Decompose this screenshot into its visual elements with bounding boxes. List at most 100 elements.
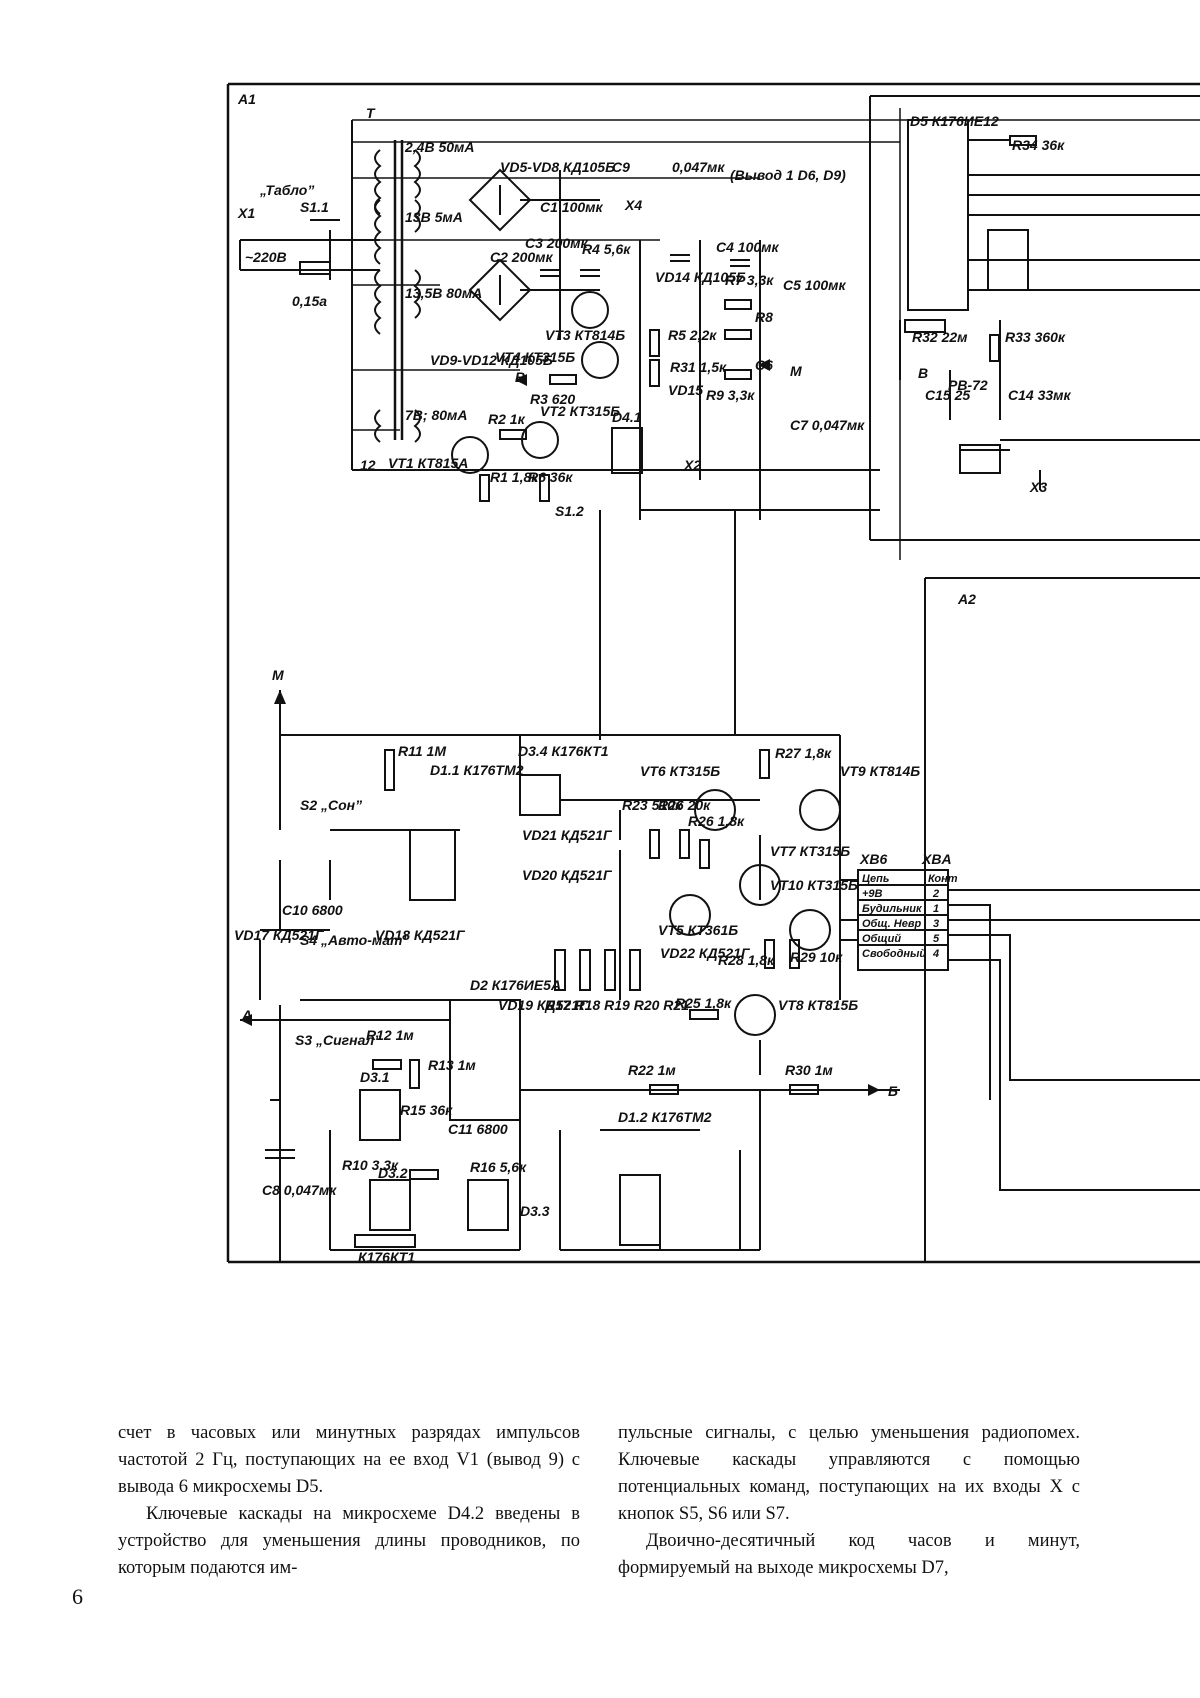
paragraph: Ключевые каскады на микросхеме D4.2 введ… (118, 1504, 580, 1578)
label-vt3: VT3 КТ814Б (545, 327, 625, 343)
label-vt1: VT1 КТ815А (388, 455, 468, 471)
text-column-left: счет в часовых или минутных разрядах имп… (118, 1420, 580, 1582)
label-c2: C2 200мк (490, 249, 554, 265)
label-c5: C5 100мк (783, 277, 847, 293)
label-winding-2: 13В 5мА (405, 209, 463, 225)
label-c10: C10 6800 (282, 902, 343, 918)
label-vt5: VT5 КТ361Б (658, 922, 738, 938)
label-r25: R25 1,8к (675, 995, 732, 1011)
label-k176kt1: К176КТ1 (358, 1249, 415, 1265)
label-r27: R27 1,8к (775, 745, 832, 761)
label-x4: X4 (624, 197, 642, 213)
label-x2: X2 (683, 457, 701, 473)
label-pb72: РВ-72 (948, 377, 988, 393)
label-vd17: VD17 КД521Г (234, 927, 325, 943)
label-c15: C15 25 (925, 387, 970, 403)
label-r30: R30 1м (785, 1062, 833, 1078)
label-mains: ~220В (245, 249, 287, 265)
connector-row-pin: 2 (932, 888, 939, 900)
connector-header-circuit: Цепь (862, 873, 889, 885)
label-d34: D3.4 К176КТ1 (518, 743, 609, 759)
label-d12: D1.2 К176ТМ2 (618, 1109, 712, 1125)
label-s4: S4 „Авто-мат” (300, 932, 409, 948)
label-pin-v: В (515, 369, 525, 385)
label-vt9: VT9 КТ814Б (840, 763, 920, 779)
text-column-right: пульсные сигналы, с целью уменьшения рад… (618, 1420, 1080, 1582)
label-fuse: 0,15а (292, 293, 327, 309)
label-r4: R4 5,6к (582, 241, 631, 257)
circuit-schematic: A1 A2 T „Табло” S1.1 X1 ~220В 0,15а 2,4В… (226, 82, 1200, 1265)
label-r12: R12 1м (366, 1027, 414, 1043)
label-vd14: VD14 КД105Б (655, 269, 746, 285)
label-vt6: VT6 КТ315Б (640, 763, 720, 779)
label-vt10: VT10 КТ315Б (770, 877, 858, 893)
label-switch-s11: S1.1 (300, 199, 329, 215)
label-vt2: VT2 КТ315Б (540, 403, 620, 419)
label-r5: R5 2,2к (668, 327, 717, 343)
label-vt7: VT7 КТ315Б (770, 843, 850, 859)
label-r15: R15 36к (400, 1102, 453, 1118)
label-vt8: VT8 КТ815Б (778, 997, 858, 1013)
connector-row-pin: 4 (932, 948, 939, 960)
label-c9: C9 (612, 159, 630, 175)
label-c3: C3 200мк (525, 235, 589, 251)
paragraph: пульсные сигналы, с целью уменьшения рад… (618, 1423, 1080, 1524)
connector-header-contact: Конт (928, 873, 958, 885)
label-vd5-vd8: VD5-VD8 КД105Б (500, 159, 615, 175)
label-vd22: VD22 КД521Г (660, 945, 751, 961)
label-d31: D3.1 (360, 1069, 390, 1085)
label-switch-s12: S1.2 (555, 503, 584, 519)
label-d33: D3.3 (520, 1203, 550, 1219)
label-r28: R28 1,8к (718, 952, 775, 968)
label-r26b: R26 1,8к (688, 813, 745, 829)
label-r7: R7 3,3к (725, 272, 774, 288)
label-d2: D2 К176ИЕ5А (470, 977, 561, 993)
block-label-a2: A2 (957, 591, 976, 607)
label-r31: R31 1,5к (670, 359, 727, 375)
label-vd18: VD18 КД521Г (375, 927, 466, 943)
label-d5: D5 К176ИЕ12 (910, 113, 999, 129)
label-r11: R11 1М (398, 743, 446, 759)
block-label-a1: A1 (237, 91, 256, 107)
label-vt4: VT4 КТ315Б (495, 349, 575, 365)
connector-row-name: Будильник (862, 903, 923, 915)
label-c9-pin: (Вывод 1 D6, D9) (730, 167, 846, 183)
label-r13: R13 1м (428, 1057, 476, 1073)
connector-row-name: Общий (862, 933, 901, 945)
label-r16: R16 5,6к (470, 1159, 527, 1175)
label-r33: R33 360к (1005, 329, 1066, 345)
label-c9-value: 0,047мк (672, 159, 725, 175)
label-d11: D1.1 К176ТМ2 (430, 762, 524, 778)
label-pin-a: А (241, 1007, 252, 1023)
label-r22: R22 1м (628, 1062, 676, 1078)
label-xba: XBА (921, 851, 952, 867)
label-x3: X3 (1029, 479, 1047, 495)
label-switch-tablo: „Табло” (259, 182, 314, 198)
label-r34: R34 36к (1012, 137, 1065, 153)
label-xb6: XB6 (859, 851, 887, 867)
label-s2: S2 „Сон” (300, 797, 362, 813)
connector-row-pin: 3 (933, 918, 939, 930)
connector-row-pin: 5 (933, 933, 940, 945)
label-c4: C4 100мк (716, 239, 780, 255)
label-d41: D4.1 (612, 409, 642, 425)
label-r23: R23 510к (622, 797, 683, 813)
paragraph: Двоично-десятичный код часов и минут, фо… (618, 1531, 1080, 1578)
connector-row-pin: 1 (933, 903, 939, 915)
label-c7: C7 0,047мк (790, 417, 865, 433)
paragraph: счет в часовых или минутных разрядах имп… (118, 1423, 580, 1497)
label-c8: C8 0,047мк (262, 1182, 337, 1198)
label-r1: R1 1,8к (490, 469, 539, 485)
label-c1: C1 100мк (540, 199, 604, 215)
label-connector-x1: X1 (237, 205, 255, 221)
label-r9: R9 3,3к (706, 387, 755, 403)
label-c14: C14 33мк (1008, 387, 1072, 403)
label-pin-12: 12 (360, 457, 376, 473)
label-r10: R10 3,3к (342, 1157, 399, 1173)
label-pin-m: М (790, 363, 802, 379)
label-vd21: VD21 КД521Г (522, 827, 613, 843)
label-r26: R26 20к (658, 797, 711, 813)
label-winding-3: 13,5В 80мА (405, 285, 482, 301)
label-r6: R6 36к (528, 469, 573, 485)
label-vd19: VD19 КД521Г (498, 997, 589, 1013)
